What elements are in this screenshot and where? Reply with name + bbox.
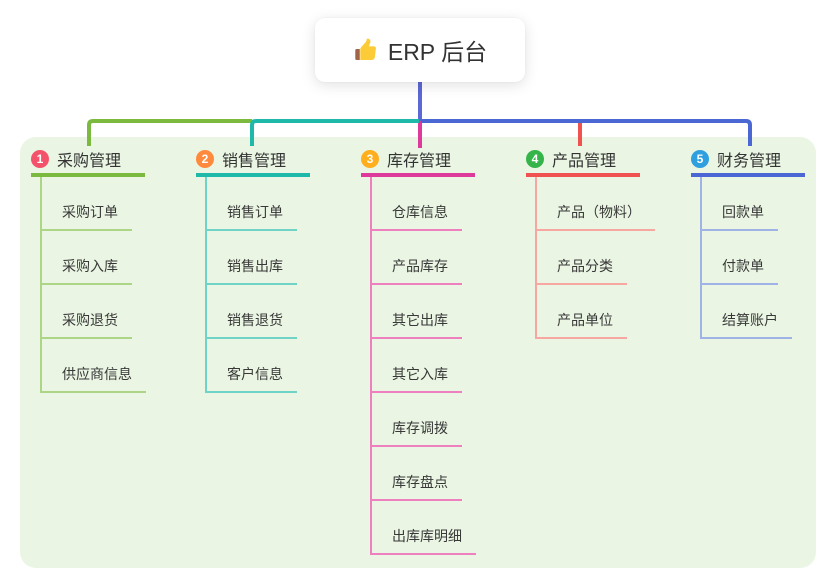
subtopic-label: 出库库明细 [392, 528, 462, 544]
branch-finance: 5 财务管理 回款单付款单结算账户 [691, 148, 821, 339]
subtopic-node[interactable]: 其它入库 [372, 339, 462, 393]
root-topic-title: ERP 后台 [387, 39, 488, 65]
priority-3-icon: 3 [361, 150, 379, 168]
branch-topic-label: 库存管理 [387, 153, 452, 170]
branch-topic-label: 销售管理 [222, 153, 287, 170]
subtopic-node[interactable]: 其它出库 [372, 285, 462, 339]
root-topic-node[interactable]: ERP 后台 [315, 18, 525, 82]
subtopic-node[interactable]: 结算账户 [702, 285, 792, 339]
subtopic-label: 产品（物料） [557, 204, 641, 220]
branch-children: 产品（物料） 产品分类产品单位 [535, 177, 655, 339]
priority-2-icon: 2 [196, 150, 214, 168]
subtopic-label: 供应商信息 [62, 366, 132, 382]
subtopic-node[interactable]: 仓库信息 [372, 177, 462, 231]
subtopic-node[interactable]: 采购退货 [42, 285, 132, 339]
subtopic-label: 采购退货 [62, 312, 118, 328]
branch-children: 回款单付款单结算账户 [700, 177, 792, 339]
branch-product: 4 产品管理 产品（物料） 产品分类产品单位 [526, 148, 656, 339]
branch-topic-label: 财务管理 [717, 153, 782, 170]
branch-sales: 2 销售管理 销售订单销售出库销售退货客户信息 [196, 148, 326, 393]
subtopic-label: 付款单 [722, 258, 764, 274]
branch-children: 采购订单采购入库采购退货供应商信息 [40, 177, 146, 393]
subtopic-node[interactable]: 产品库存 [372, 231, 462, 285]
branch-topic-node[interactable]: 1 采购管理 [31, 148, 145, 177]
subtopic-label: 产品库存 [392, 258, 448, 274]
branch-topic-label: 采购管理 [57, 153, 122, 170]
subtopic-node[interactable]: 出库库明细 [372, 501, 476, 555]
mindmap-panel [20, 137, 816, 568]
branch-topic-node[interactable]: 3 库存管理 [361, 148, 475, 177]
subtopic-node[interactable]: 库存调拨 [372, 393, 462, 447]
subtopic-node[interactable]: 付款单 [702, 231, 778, 285]
subtopic-label: 销售出库 [227, 258, 283, 274]
subtopic-label: 其它出库 [392, 312, 448, 328]
subtopic-node[interactable]: 销售出库 [207, 231, 297, 285]
subtopic-label: 销售退货 [227, 312, 283, 328]
branch-children: 仓库信息产品库存其它出库其它入库库存调拨库存盘点出库库明细 [370, 177, 476, 555]
priority-1-icon: 1 [31, 150, 49, 168]
subtopic-node[interactable]: 采购订单 [42, 177, 132, 231]
subtopic-label: 采购入库 [62, 258, 118, 274]
subtopic-label: 其它入库 [392, 366, 448, 382]
priority-4-icon: 4 [526, 150, 544, 168]
subtopic-node[interactable]: 产品（物料） [537, 177, 655, 231]
priority-5-icon: 5 [691, 150, 709, 168]
subtopic-node[interactable]: 库存盘点 [372, 447, 462, 501]
subtopic-label: 仓库信息 [392, 204, 448, 220]
subtopic-label: 库存盘点 [392, 474, 448, 490]
subtopic-node[interactable]: 供应商信息 [42, 339, 146, 393]
subtopic-node[interactable]: 采购入库 [42, 231, 132, 285]
branch-topic-label: 产品管理 [552, 153, 617, 170]
subtopic-node[interactable]: 销售退货 [207, 285, 297, 339]
subtopic-node[interactable]: 销售订单 [207, 177, 297, 231]
subtopic-node[interactable]: 产品分类 [537, 231, 627, 285]
branch-inventory: 3 库存管理 仓库信息产品库存其它出库其它入库库存调拨库存盘点出库库明细 [361, 148, 491, 555]
subtopic-label: 结算账户 [722, 312, 778, 328]
subtopic-label: 产品分类 [557, 258, 613, 274]
subtopic-label: 采购订单 [62, 204, 118, 220]
branch-children: 销售订单销售出库销售退货客户信息 [205, 177, 297, 393]
branch-purchase: 1 采购管理 采购订单采购入库采购退货供应商信息 [31, 148, 161, 393]
subtopic-node[interactable]: 产品单位 [537, 285, 627, 339]
subtopic-node[interactable]: 回款单 [702, 177, 778, 231]
subtopic-node[interactable]: 客户信息 [207, 339, 297, 393]
subtopic-label: 客户信息 [227, 366, 283, 382]
branch-topic-node[interactable]: 4 产品管理 [526, 148, 640, 177]
thumbs-up-icon [353, 38, 378, 63]
subtopic-label: 回款单 [722, 204, 764, 220]
subtopic-label: 销售订单 [227, 204, 283, 220]
branch-topic-node[interactable]: 5 财务管理 [691, 148, 805, 177]
subtopic-label: 库存调拨 [392, 420, 448, 436]
subtopic-label: 产品单位 [557, 312, 613, 328]
branch-topic-node[interactable]: 2 销售管理 [196, 148, 310, 177]
